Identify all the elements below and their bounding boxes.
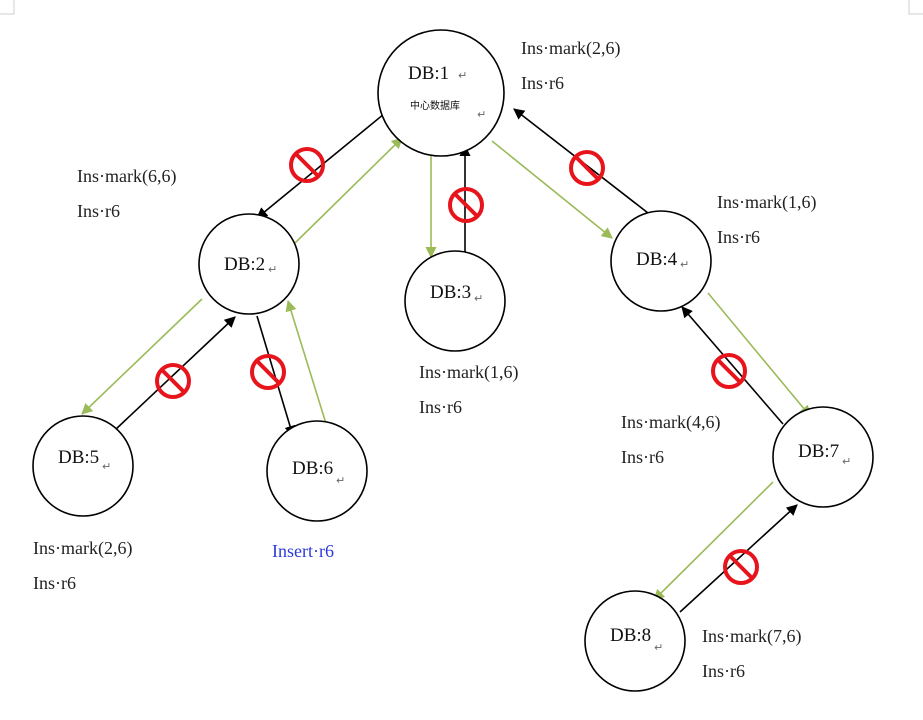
annotation-db5: Ins·mark(2,6) Ins·r6 xyxy=(33,538,132,593)
node-db1-label: DB:1 xyxy=(408,63,449,84)
annotation-db2: Ins·mark(6,6) Ins·r6 xyxy=(77,166,176,221)
blocked-icon xyxy=(155,363,191,399)
blocked-icon xyxy=(289,147,325,183)
annotation-db2-insert: Ins·r6 xyxy=(77,201,120,221)
annotation-db7-insert: Ins·r6 xyxy=(621,447,664,467)
node-db2: DB:2 ↵ xyxy=(198,213,300,315)
node-db1-sublabel: 中心数据库 xyxy=(410,99,460,112)
edge-db2-to-db5 xyxy=(81,298,203,415)
annotation-db8-mark: Ins·mark(7,6) xyxy=(702,626,801,647)
annotation-db6-insert: Insert·r6 xyxy=(272,541,334,561)
annotation-db7: Ins·mark(4,6) Ins·r6 xyxy=(621,412,720,467)
edges-layer xyxy=(81,108,811,613)
blocked-icon xyxy=(723,549,759,585)
edge-db8-to-db7 xyxy=(679,504,798,613)
edge-db6-to-db2 xyxy=(285,299,329,431)
node-db8-label: DB:8 xyxy=(610,625,651,646)
node-db5: DB:5 ↵ xyxy=(32,415,134,517)
annotation-db1: Ins·mark(2,6) Ins·r6 xyxy=(521,38,620,93)
blocked-icon xyxy=(569,150,605,186)
node-db4-label: DB:4 xyxy=(636,249,678,270)
node-db2-label: DB:2 xyxy=(224,254,265,275)
node-db7: DB:7 ↵ xyxy=(772,406,874,508)
annotation-db5-mark: Ins·mark(2,6) xyxy=(33,538,132,559)
page-corner-mark-left xyxy=(0,0,15,15)
page-corner-mark-right xyxy=(908,0,923,15)
paragraph-mark: ↵ xyxy=(477,108,486,121)
blocked-icons-layer xyxy=(155,147,759,585)
node-db6: DB:6 ↵ xyxy=(266,420,368,522)
annotation-db3-insert: Ins·r6 xyxy=(419,397,462,417)
node-db7-label: DB:7 xyxy=(798,441,839,462)
node-db3: DB:3 ↵ xyxy=(404,250,506,352)
annotation-db4: Ins·mark(1,6) Ins·r6 xyxy=(717,192,816,247)
edge-db1-to-db2 xyxy=(256,113,385,219)
node-db4: DB:4 ↵ xyxy=(610,210,712,312)
edge-db2-to-db6 xyxy=(256,315,296,438)
annotation-db7-mark: Ins·mark(4,6) xyxy=(621,412,720,433)
annotation-db5-insert: Ins·r6 xyxy=(33,573,76,593)
annotation-db8: Ins·mark(7,6) Ins·r6 xyxy=(702,626,801,681)
paragraph-mark: ↵ xyxy=(268,263,277,276)
node-db3-label: DB:3 xyxy=(430,282,471,303)
node-db5-label: DB:5 xyxy=(58,447,99,468)
edge-db4-to-db7 xyxy=(707,292,811,417)
paragraph-mark: ↵ xyxy=(458,69,467,82)
paragraph-mark: ↵ xyxy=(474,292,483,305)
paragraph-mark: ↵ xyxy=(654,641,663,654)
paragraph-mark: ↵ xyxy=(842,455,851,468)
edge-db2-to-db1 xyxy=(294,137,403,244)
blocked-icon xyxy=(250,354,286,390)
annotation-db8-insert: Ins·r6 xyxy=(702,661,745,681)
node-db6-label: DB:6 xyxy=(292,458,333,479)
paragraph-mark: ↵ xyxy=(336,474,345,487)
edge-db1-to-db4 xyxy=(491,140,613,239)
node-db8: DB:8 ↵ xyxy=(584,590,686,692)
annotation-db1-mark: Ins·mark(2,6) xyxy=(521,38,620,59)
blocked-icon xyxy=(448,187,484,223)
annotation-db4-insert: Ins·r6 xyxy=(717,227,760,247)
edge-db7-to-db8 xyxy=(653,481,774,601)
annotation-db1-insert: Ins·r6 xyxy=(521,73,564,93)
blocked-icon xyxy=(711,353,747,389)
annotation-db3-mark: Ins·mark(1,6) xyxy=(419,362,518,383)
edge-db7-to-db4 xyxy=(681,306,784,425)
annotation-db4-mark: Ins·mark(1,6) xyxy=(717,192,816,213)
annotation-db2-mark: Ins·mark(6,6) xyxy=(77,166,176,187)
node-db1: DB:1 ↵ 中心数据库 ↵ xyxy=(377,29,505,157)
annotation-db3: Ins·mark(1,6) Ins·r6 xyxy=(419,362,518,417)
paragraph-mark: ↵ xyxy=(102,460,111,473)
annotation-db6: Insert·r6 xyxy=(272,541,334,561)
edge-db5-to-db2 xyxy=(114,316,236,431)
paragraph-mark: ↵ xyxy=(680,258,689,271)
